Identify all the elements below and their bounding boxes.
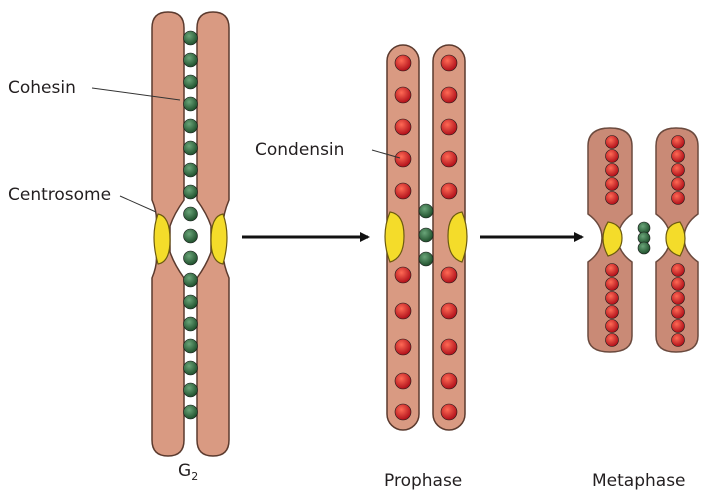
centromere-left bbox=[154, 214, 170, 264]
green-bead-icon bbox=[184, 53, 198, 67]
red-bead-icon bbox=[395, 151, 411, 167]
red-bead-icon bbox=[606, 150, 619, 163]
stage-label-g2-base: G bbox=[178, 461, 191, 481]
centromere-right bbox=[211, 214, 227, 264]
green-bead-icon bbox=[419, 204, 433, 218]
red-bead-icon bbox=[672, 292, 685, 305]
red-bead-icon bbox=[395, 183, 411, 199]
green-bead-icon bbox=[184, 119, 198, 133]
red-bead-icon bbox=[672, 192, 685, 205]
red-bead-icon bbox=[395, 373, 411, 389]
red-bead-icon bbox=[441, 183, 457, 199]
stage-label-g2-subscript: 2 bbox=[191, 470, 198, 483]
green-bead-icon bbox=[184, 97, 198, 111]
red-bead-icon bbox=[395, 303, 411, 319]
red-bead-icon bbox=[395, 267, 411, 283]
green-bead-icon bbox=[184, 383, 198, 397]
cohesin-bead-column bbox=[184, 31, 198, 419]
stage-label-prophase: Prophase bbox=[384, 471, 462, 491]
label-centrosome: Centrosome bbox=[8, 185, 111, 205]
red-bead-icon bbox=[441, 267, 457, 283]
centrosome-leader-line bbox=[120, 196, 156, 212]
red-bead-icon bbox=[441, 87, 457, 103]
red-bead-icon bbox=[606, 292, 619, 305]
red-bead-icon bbox=[395, 404, 411, 420]
green-bead-icon bbox=[184, 229, 198, 243]
red-bead-icon bbox=[606, 264, 619, 277]
green-bead-icon bbox=[184, 207, 198, 221]
green-bead-icon bbox=[419, 228, 433, 242]
red-bead-icon bbox=[395, 339, 411, 355]
red-bead-icon bbox=[672, 320, 685, 333]
red-bead-icon bbox=[672, 136, 685, 149]
red-bead-icon bbox=[606, 178, 619, 191]
cohesin-beads-metaphase bbox=[638, 222, 650, 254]
green-bead-icon bbox=[184, 163, 198, 177]
green-bead-icon bbox=[419, 252, 433, 266]
green-bead-icon bbox=[184, 251, 198, 265]
green-bead-icon bbox=[184, 31, 198, 45]
red-bead-icon bbox=[606, 136, 619, 149]
label-cohesin: Cohesin bbox=[8, 78, 76, 98]
green-bead-icon bbox=[184, 295, 198, 309]
red-bead-icon bbox=[672, 264, 685, 277]
stage-label-metaphase: Metaphase bbox=[592, 471, 686, 491]
red-bead-icon bbox=[441, 339, 457, 355]
prophase-chromosome bbox=[385, 45, 467, 430]
red-bead-icon bbox=[441, 55, 457, 71]
red-bead-icon bbox=[672, 334, 685, 347]
red-bead-icon bbox=[395, 87, 411, 103]
red-bead-icon bbox=[606, 192, 619, 205]
red-bead-icon bbox=[395, 119, 411, 135]
red-bead-icon bbox=[672, 150, 685, 163]
green-bead-icon bbox=[184, 185, 198, 199]
green-bead-icon bbox=[184, 339, 198, 353]
red-bead-icon bbox=[606, 306, 619, 319]
cohesin-beads-prophase bbox=[419, 204, 433, 266]
red-bead-icon bbox=[672, 278, 685, 291]
metaphase-chromosome bbox=[588, 128, 698, 352]
red-bead-icon bbox=[672, 306, 685, 319]
green-bead-icon bbox=[184, 361, 198, 375]
green-bead-icon bbox=[184, 273, 198, 287]
red-bead-icon bbox=[441, 303, 457, 319]
red-bead-icon bbox=[441, 151, 457, 167]
g2-chromosome bbox=[152, 12, 229, 456]
green-bead-icon bbox=[184, 405, 198, 419]
red-bead-icon bbox=[395, 55, 411, 71]
green-bead-icon bbox=[638, 242, 650, 254]
stage-label-g2: G2 bbox=[178, 461, 198, 483]
red-bead-icon bbox=[606, 164, 619, 177]
red-bead-icon bbox=[672, 164, 685, 177]
red-bead-icon bbox=[606, 320, 619, 333]
red-bead-icon bbox=[606, 334, 619, 347]
green-bead-icon bbox=[184, 317, 198, 331]
red-bead-icon bbox=[441, 373, 457, 389]
red-bead-icon bbox=[672, 178, 685, 191]
green-bead-icon bbox=[184, 141, 198, 155]
red-bead-icon bbox=[441, 119, 457, 135]
red-bead-icon bbox=[606, 278, 619, 291]
red-bead-icon bbox=[441, 404, 457, 420]
label-condensin: Condensin bbox=[255, 140, 344, 160]
green-bead-icon bbox=[184, 75, 198, 89]
